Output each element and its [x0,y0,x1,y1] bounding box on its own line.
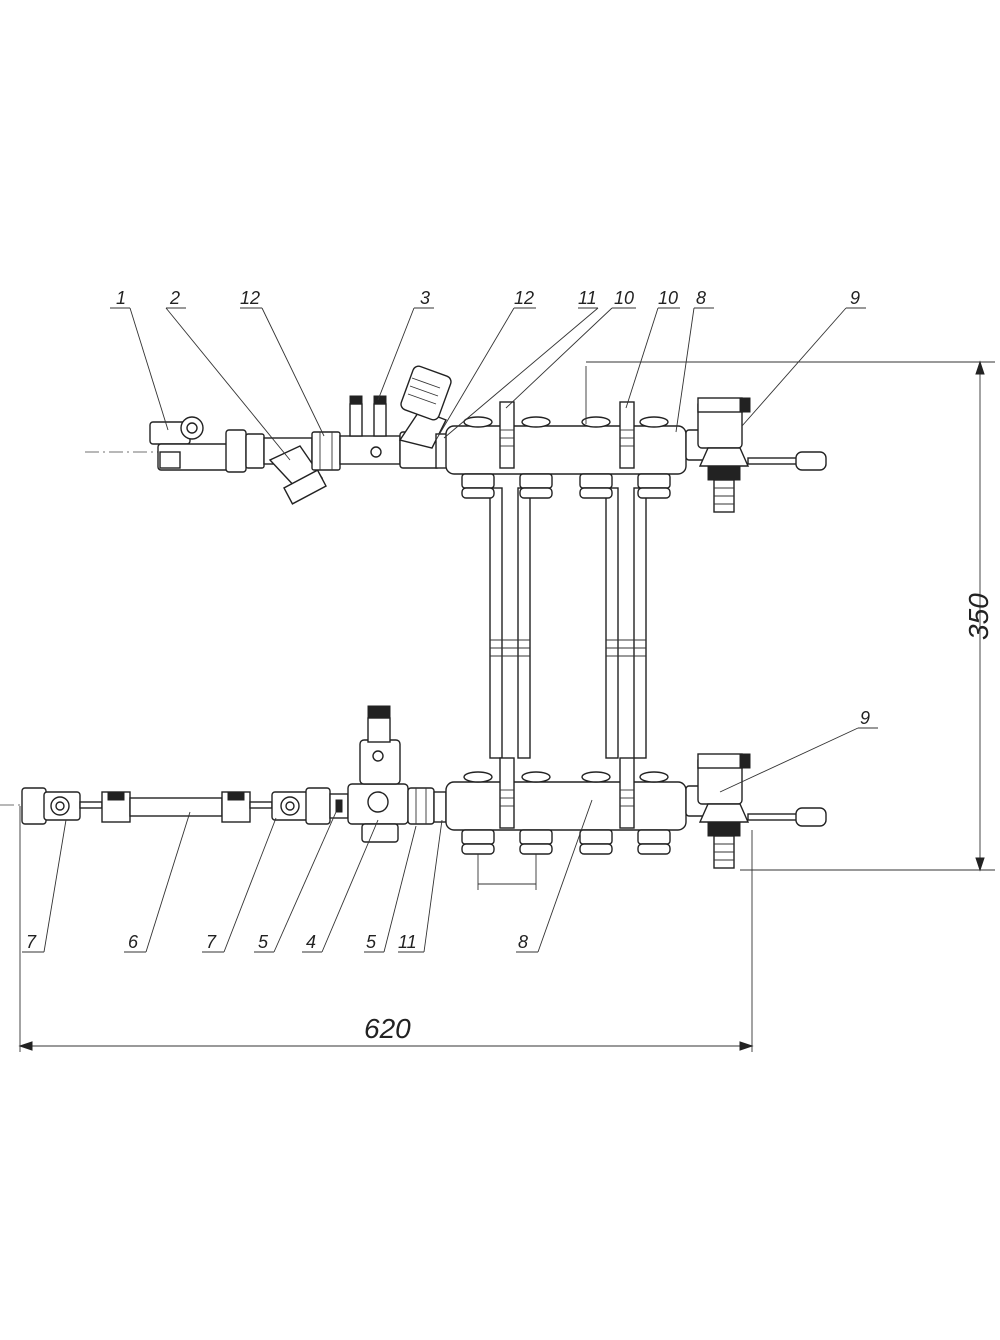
dimension-lines [18,360,995,1052]
dimension-width: 620 [364,1013,411,1044]
pressure-reducer-4 [347,705,409,843]
callout-3: 3 [420,288,430,308]
vertical-pipes [489,487,647,759]
manifold-body-top [445,366,687,499]
union-5-right [407,787,435,825]
ball-valve-1 [149,416,247,473]
callout-12-a: 12 [240,288,260,308]
leader-lines-bottom [22,799,593,953]
end-piece-9-top [685,397,827,513]
callout-9-top: 9 [850,288,860,308]
callout-8-top: 8 [696,288,706,308]
callout-1: 1 [116,288,126,308]
leader-lines-top [110,307,878,793]
callout-7-b: 7 [206,932,217,952]
callouts-top: 1 2 12 3 12 11 10 10 8 9 9 [116,288,870,728]
center-lines [0,451,160,806]
return-line [21,705,827,890]
ball-valve-7-left [21,787,103,825]
dimension-height: 350 [963,593,994,640]
callout-6: 6 [128,932,139,952]
ball-valve-7-right [249,787,331,825]
pipe-6 [101,791,251,823]
callout-7-a: 7 [26,932,37,952]
callout-11-bottom: 11 [398,932,417,952]
callout-11-top: 11 [578,288,597,308]
callout-5-a: 5 [258,932,269,952]
callout-2: 2 [169,288,180,308]
callout-10-b: 10 [658,288,678,308]
callout-4: 4 [306,932,316,952]
end-piece-9-bottom [685,753,827,869]
callouts-bottom: 7 6 7 5 4 5 11 8 [26,932,528,952]
callout-5-b: 5 [366,932,377,952]
union-5-left [329,793,349,819]
supply-line [149,365,827,513]
callout-9-mid: 9 [860,708,870,728]
union-12-left [311,431,341,471]
manifold-body-bottom [445,757,687,890]
callout-8-bottom: 8 [518,932,528,952]
fitting-3 [339,395,401,465]
callout-12-b: 12 [514,288,534,308]
callout-10-a: 10 [614,288,634,308]
union-11-bottom [433,791,447,823]
balancing-valve [398,365,452,469]
